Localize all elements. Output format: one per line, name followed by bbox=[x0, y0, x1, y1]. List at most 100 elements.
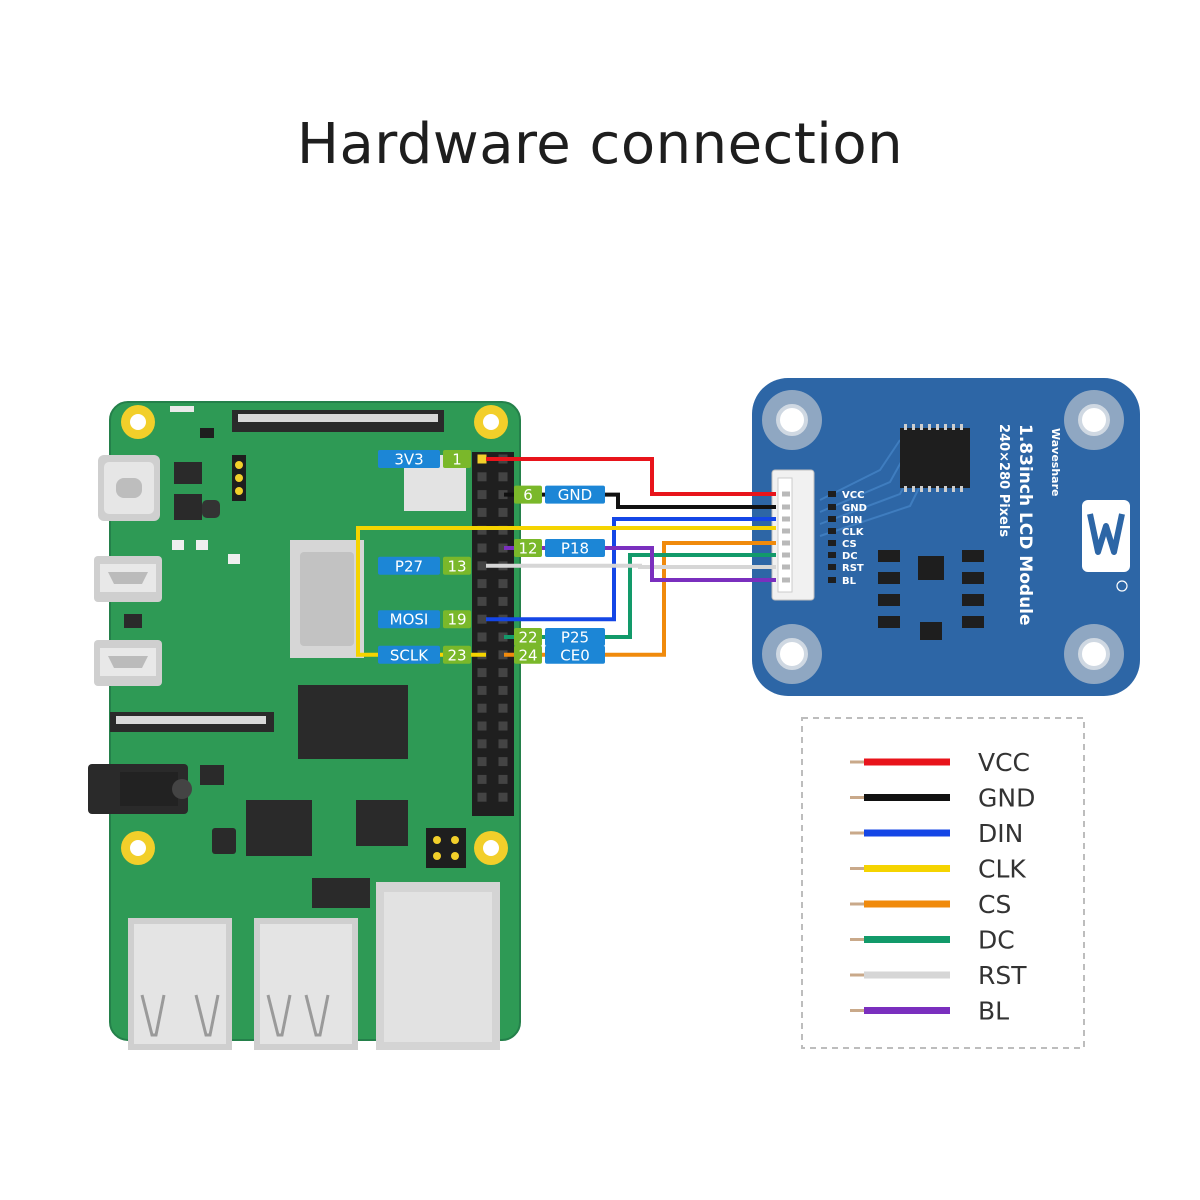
gpio-pin bbox=[477, 685, 487, 695]
pin-number-box bbox=[514, 645, 542, 664]
legend-label: CS bbox=[978, 890, 1011, 919]
gpio-pin bbox=[477, 614, 487, 624]
gpio-pin bbox=[498, 774, 508, 784]
pin-name: P25 bbox=[561, 629, 589, 647]
lcd-pin-label-dc: DC bbox=[842, 551, 858, 562]
page-title: Hardware connection bbox=[296, 112, 904, 177]
pin-number: 12 bbox=[518, 540, 537, 558]
gpio-pin bbox=[498, 685, 508, 695]
gpio-pin bbox=[477, 703, 487, 713]
lcd-connector-pin bbox=[782, 491, 790, 497]
pin-name: 3V3 bbox=[394, 451, 423, 469]
gpio-pin bbox=[477, 757, 487, 767]
legend-item-vcc: VCC bbox=[850, 748, 1030, 777]
lcd-connector-pin bbox=[782, 564, 790, 570]
pin-number: 24 bbox=[518, 646, 537, 664]
gpio-pin bbox=[498, 650, 508, 660]
legend-item-rst: RST bbox=[850, 961, 1027, 990]
gpio-pin bbox=[477, 739, 487, 749]
legend-label: BL bbox=[978, 997, 1009, 1026]
lcd-pin-label-vcc: VCC bbox=[842, 490, 864, 501]
lcd-pad bbox=[828, 516, 836, 522]
registered-mark bbox=[1116, 580, 1128, 592]
gpio-pin bbox=[477, 579, 487, 589]
pin-number-box bbox=[443, 645, 471, 664]
lcd-pin-label-clk: CLK bbox=[842, 527, 865, 538]
gpio-pin bbox=[477, 792, 487, 802]
pin-number: 1 bbox=[452, 451, 462, 469]
pin-name-box bbox=[378, 645, 440, 664]
lcd-connector-pin bbox=[782, 504, 790, 510]
wire-rst bbox=[486, 563, 776, 569]
legend-label: CLK bbox=[978, 855, 1026, 884]
pin-label-p25: 22 P25 bbox=[514, 628, 605, 647]
legend-item-cs: CS bbox=[850, 890, 1011, 919]
lcd-connector-pin bbox=[782, 552, 790, 558]
gpio-pin bbox=[477, 721, 487, 731]
lcd-connector-pin bbox=[782, 528, 790, 534]
pin-name: MOSI bbox=[390, 611, 429, 629]
gpio-pin bbox=[477, 774, 487, 784]
gpio-pin bbox=[498, 490, 508, 500]
gpio-pin bbox=[498, 703, 508, 713]
gpio-pin bbox=[498, 543, 508, 553]
gpio-pin bbox=[477, 507, 487, 517]
pin-label-p18: 12 P18 bbox=[514, 539, 605, 558]
legend-item-clk: CLK bbox=[850, 855, 1026, 884]
legend-label: VCC bbox=[978, 748, 1030, 777]
lcd-pin-label-rst: RST bbox=[842, 563, 864, 574]
pin-name: CE0 bbox=[560, 646, 590, 664]
pin-number: 22 bbox=[518, 629, 537, 647]
lcd-pad bbox=[828, 552, 836, 558]
pin-name: P27 bbox=[395, 557, 423, 575]
gpio-pin bbox=[477, 632, 487, 642]
pin-name-box bbox=[545, 628, 605, 646]
lcd-pad bbox=[828, 564, 836, 570]
gpio-pin bbox=[477, 543, 487, 553]
pin-number: 23 bbox=[447, 646, 466, 664]
lcd-pad bbox=[828, 577, 836, 583]
lcd-pad bbox=[828, 491, 836, 497]
legend-item-bl: BL bbox=[850, 997, 1009, 1026]
pin-name-box bbox=[545, 645, 605, 664]
waveshare-logo bbox=[1082, 500, 1130, 572]
pin-number-box bbox=[514, 628, 542, 646]
gpio-pin bbox=[477, 596, 487, 606]
ram-chip bbox=[298, 685, 408, 759]
gpio-pin bbox=[498, 596, 508, 606]
mounting-hole bbox=[474, 405, 508, 439]
brand-text: Waveshare bbox=[1049, 428, 1062, 496]
mounting-hole bbox=[1064, 624, 1124, 684]
gpio-pin bbox=[498, 472, 508, 482]
mounting-hole bbox=[762, 624, 822, 684]
gpio-pin bbox=[498, 721, 508, 731]
lcd-pad bbox=[828, 504, 836, 510]
gpio-pin bbox=[477, 472, 487, 482]
gpio-pin bbox=[477, 668, 487, 678]
lcd-connector-pin bbox=[782, 577, 790, 583]
pin-number: 6 bbox=[523, 486, 533, 504]
wire-din bbox=[486, 517, 776, 622]
legend-item-dc: DC bbox=[850, 926, 1015, 955]
mounting-hole bbox=[762, 390, 822, 450]
legend-label: DIN bbox=[978, 819, 1023, 848]
lcd-connector-pin bbox=[782, 516, 790, 522]
gpio-pin bbox=[498, 579, 508, 589]
pin-name-box bbox=[378, 450, 440, 468]
mounting-hole bbox=[474, 831, 508, 865]
pin-label-ce0: 24 CE0 bbox=[514, 645, 605, 664]
mounting-hole bbox=[1064, 390, 1124, 450]
pin-number-box bbox=[443, 610, 471, 629]
gpio-pin bbox=[477, 454, 487, 464]
pin-name: P18 bbox=[561, 540, 589, 558]
pin-name-box bbox=[378, 556, 440, 575]
wire-gnd bbox=[504, 492, 776, 509]
